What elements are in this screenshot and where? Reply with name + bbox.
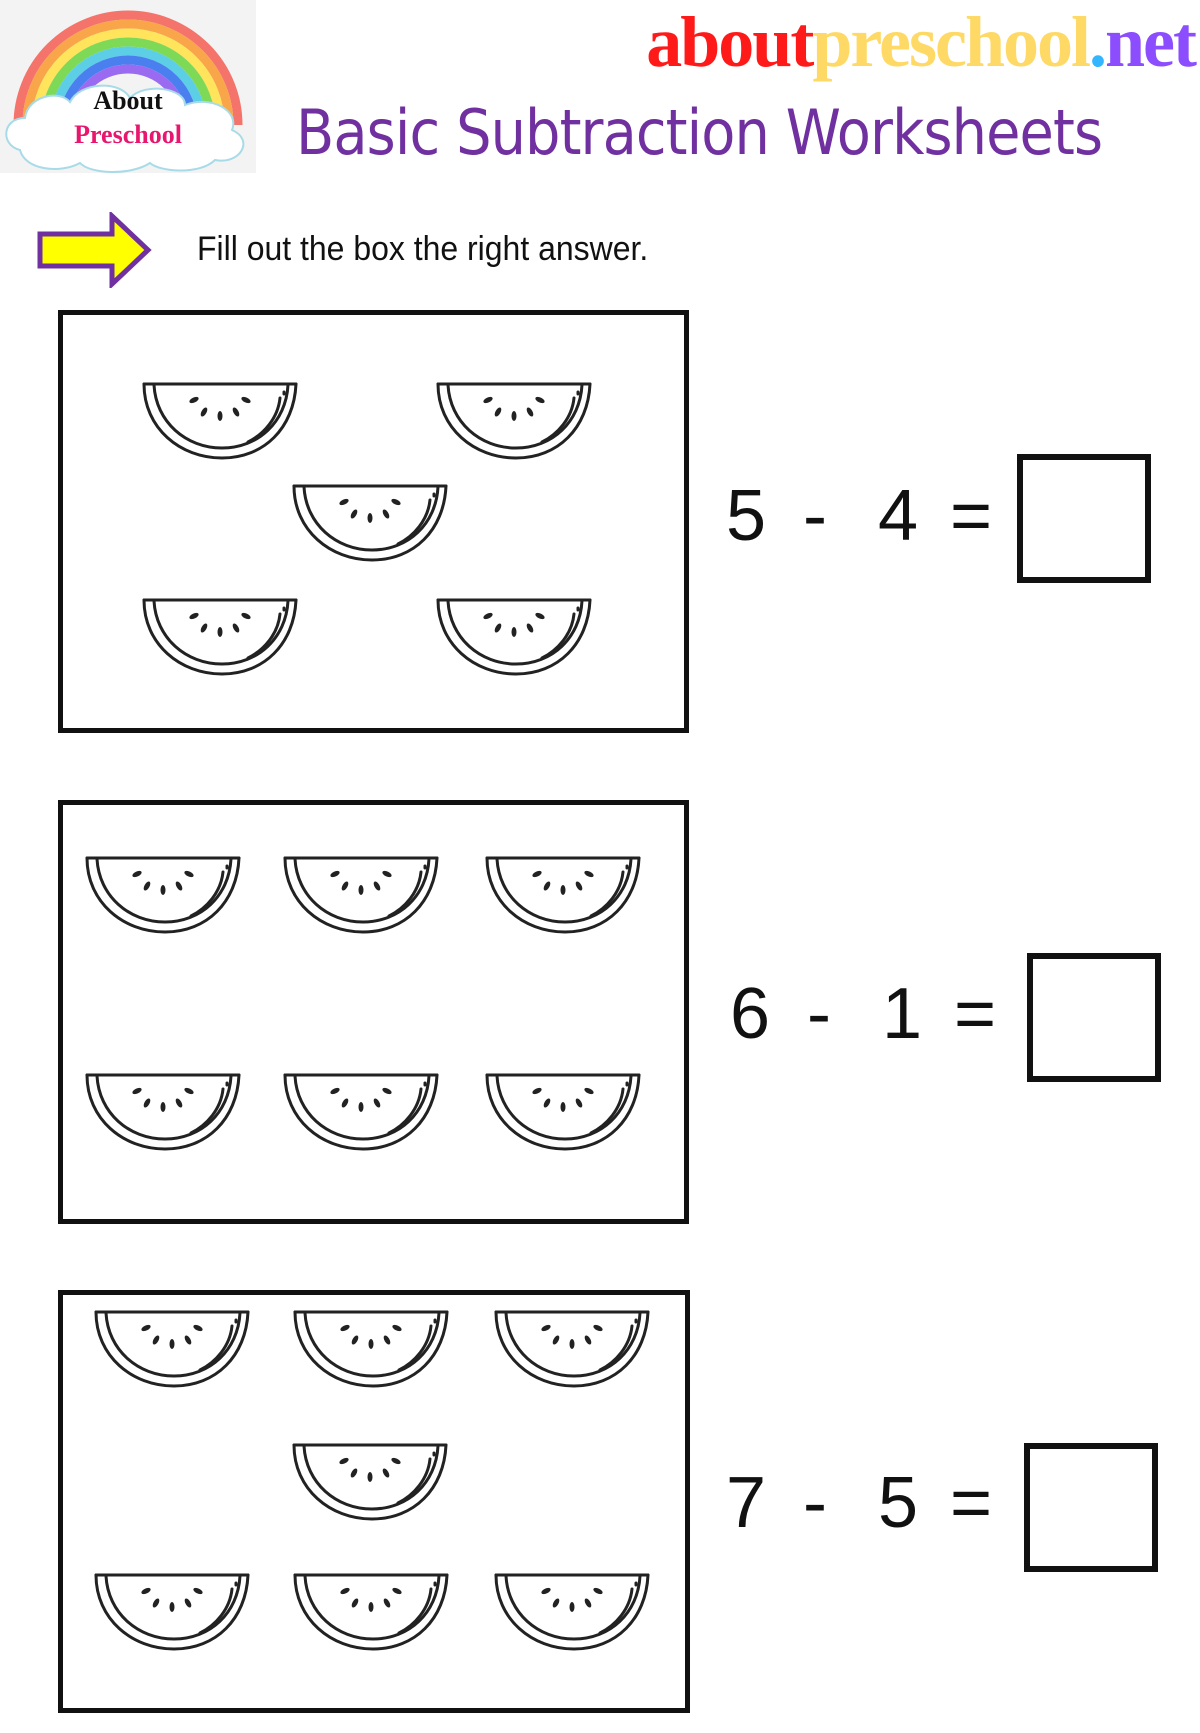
watermelon-slice-icon bbox=[140, 378, 300, 462]
site-name: aboutpreschool.net bbox=[585, 0, 1197, 84]
logo-text-about: About bbox=[93, 86, 163, 115]
answer-box-2[interactable] bbox=[1027, 953, 1161, 1082]
picture-box-2 bbox=[58, 800, 689, 1224]
watermelon-slice-icon bbox=[290, 480, 450, 564]
equals-sign-3: = bbox=[950, 1463, 993, 1543]
watermelon-slice-icon bbox=[483, 852, 643, 936]
watermelon-slice-icon bbox=[483, 1069, 643, 1153]
watermelon-slice-icon bbox=[434, 378, 594, 462]
watermelon-slice-icon bbox=[83, 852, 243, 936]
watermelon-slice-icon bbox=[434, 594, 594, 678]
site-name-net: net bbox=[1105, 2, 1197, 82]
minuend-3: 7 bbox=[726, 1463, 767, 1543]
logo-text-preschool: Preschool bbox=[74, 120, 182, 149]
about-preschool-logo: About Preschool bbox=[0, 0, 256, 173]
equals-sign-1: = bbox=[950, 476, 993, 556]
minus-sign-3: - bbox=[803, 1463, 827, 1543]
answer-box-3[interactable] bbox=[1024, 1443, 1158, 1572]
picture-box-3 bbox=[58, 1290, 690, 1713]
watermelon-slice-icon bbox=[281, 1069, 441, 1153]
watermelon-slice-icon bbox=[492, 1569, 652, 1653]
arrow-right-icon bbox=[36, 210, 154, 293]
subtrahend-3: 5 bbox=[878, 1463, 919, 1543]
watermelon-slice-icon bbox=[291, 1569, 451, 1653]
minus-sign-2: - bbox=[807, 974, 831, 1054]
picture-box-1 bbox=[58, 310, 689, 733]
watermelon-slice-icon bbox=[281, 852, 441, 936]
site-name-about: about bbox=[646, 2, 814, 82]
watermelon-slice-icon bbox=[92, 1569, 252, 1653]
watermelon-slice-icon bbox=[291, 1306, 451, 1390]
answer-box-1[interactable] bbox=[1017, 454, 1151, 583]
subtrahend-2: 1 bbox=[882, 974, 923, 1054]
subtrahend-1: 4 bbox=[878, 476, 919, 556]
equals-sign-2: = bbox=[954, 974, 997, 1054]
minuend-2: 6 bbox=[730, 974, 771, 1054]
watermelon-slice-icon bbox=[83, 1069, 243, 1153]
site-name-dot: . bbox=[1089, 2, 1107, 82]
watermelon-slice-icon bbox=[290, 1439, 450, 1523]
watermelon-slice-icon bbox=[92, 1306, 252, 1390]
watermelon-slice-icon bbox=[140, 594, 300, 678]
rainbow-cloud-icon bbox=[5, 10, 245, 173]
site-name-preschool: preschool bbox=[812, 2, 1091, 82]
page-title: Basic Subtraction Worksheets bbox=[296, 96, 1103, 169]
instruction-text: Fill out the box the right answer. bbox=[197, 230, 649, 268]
watermelon-slice-icon bbox=[492, 1306, 652, 1390]
minus-sign-1: - bbox=[803, 476, 827, 556]
minuend-1: 5 bbox=[726, 476, 767, 556]
